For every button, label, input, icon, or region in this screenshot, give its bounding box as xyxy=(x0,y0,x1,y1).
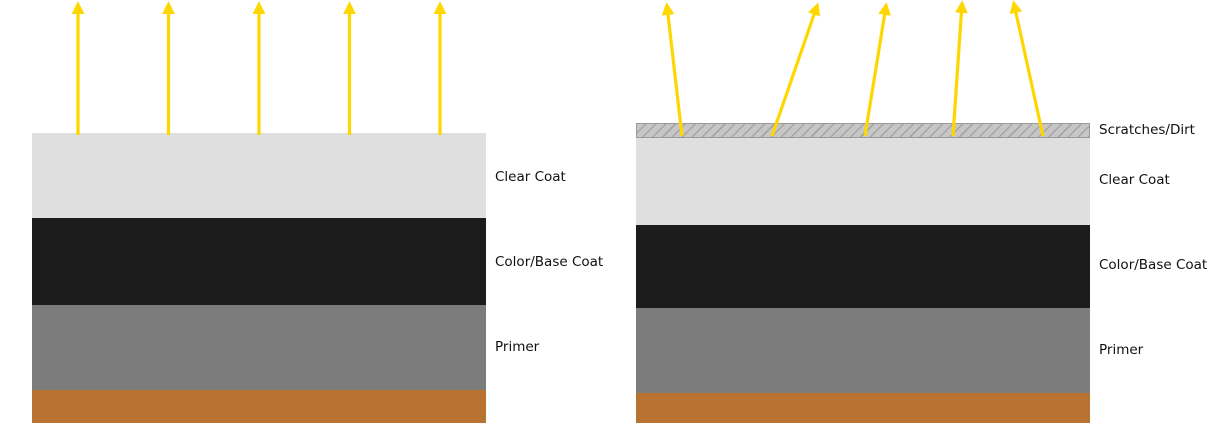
layer-color-base-coat xyxy=(636,225,1090,308)
layer-substrate xyxy=(32,390,486,423)
layer-color-base-coat xyxy=(32,218,486,305)
label-clear-coat: Clear Coat xyxy=(495,169,566,185)
label-primer: Primer xyxy=(1099,342,1144,358)
layer-substrate xyxy=(636,393,1090,423)
layer-primer xyxy=(636,308,1090,393)
layer-primer xyxy=(32,305,486,390)
label-primer: Primer xyxy=(495,339,540,355)
label-scratches-dirt: Scratches/Dirt xyxy=(1099,122,1195,138)
label-color-base-coat: Color/Base Coat xyxy=(1099,257,1208,273)
layer-clear-coat xyxy=(636,138,1090,225)
panel-scratched-paint xyxy=(636,0,1090,423)
label-clear-coat: Clear Coat xyxy=(1099,172,1170,188)
layer-scratches-dirt xyxy=(636,123,1090,138)
layer-clear-coat xyxy=(32,133,486,218)
label-color-base-coat: Color/Base Coat xyxy=(495,254,604,270)
panel-clean-paint xyxy=(32,0,486,423)
